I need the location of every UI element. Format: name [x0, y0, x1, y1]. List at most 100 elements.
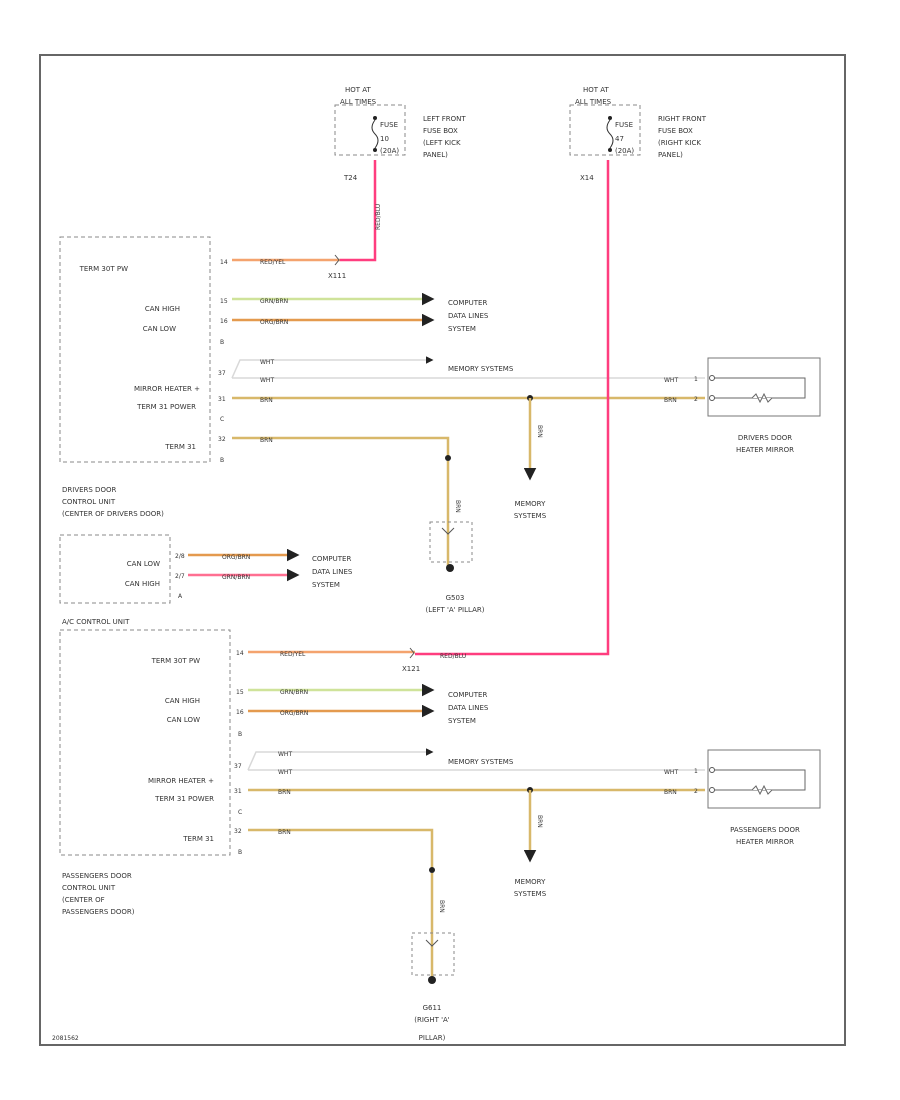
drivers-pin-term31: 32 — [218, 436, 226, 443]
passengers-ground-connector-dot — [429, 867, 435, 873]
ac-can-low-label: CAN LOW — [127, 560, 160, 568]
drivers-pin-can-high: 15 — [220, 298, 228, 305]
fuse-right-number: 47 — [615, 135, 624, 143]
drivers-computer-3: SYSTEM — [448, 325, 476, 333]
passengers-mirror-terminal-pos — [709, 767, 715, 773]
passengers-ground-outline — [411, 932, 455, 976]
drivers-term31-power-label: TERM 31 POWER — [136, 403, 196, 411]
passengers-pin-can-high: 15 — [236, 689, 244, 696]
drivers-can-high-label: CAN HIGH — [145, 305, 180, 313]
passengers-mirror-pin-neg: 2 — [694, 788, 698, 795]
drivers-unit-name-2: CONTROL UNIT — [62, 498, 116, 506]
ac-pin-low: 2/8 — [175, 553, 185, 560]
wire-drivers-term31 — [232, 436, 450, 458]
wire-ac-can-low-label: ORG/BRN — [222, 554, 250, 561]
passengers-can-low-label: CAN LOW — [167, 716, 200, 724]
fuse-right-location-2: FUSE BOX — [658, 127, 693, 135]
fuse-right-location-4: PANEL) — [658, 151, 683, 159]
drivers-mirror-terminal-neg — [709, 395, 715, 401]
passengers-connector-c: C — [238, 809, 242, 816]
passengers-memory-vertical-2: SYSTEMS — [514, 890, 547, 898]
wire-drivers-term30-label: RED/YEL — [260, 259, 286, 266]
passengers-computer-1: COMPUTER — [448, 691, 487, 699]
passengers-connector-b2: B — [238, 849, 242, 856]
passengers-unit-name-3: (CENTER OF — [62, 896, 105, 904]
ac-computer-1: COMPUTER — [312, 555, 351, 563]
drivers-mirror-heater-label: MIRROR HEATER + — [134, 385, 200, 393]
passengers-ground-location-2: PILLAR) — [419, 1034, 446, 1042]
passengers-can-high-label: CAN HIGH — [165, 697, 200, 705]
drivers-wiring: RED/YEL RED/BLU X111 GRN/BRN ORG/BRN COM… — [231, 160, 705, 614]
drivers-ground-name: G503 — [446, 594, 465, 602]
passengers-memory-vertical-1: MEMORY — [515, 878, 546, 886]
fuse-right-element-icon — [606, 119, 614, 149]
drivers-memory-vertical-2: SYSTEMS — [514, 512, 547, 520]
wire-drivers-can-high-label: GRN/BRN — [260, 298, 288, 305]
fuse-left-number: 10 — [380, 135, 389, 143]
fuse-left-location-4: PANEL) — [423, 151, 448, 159]
drivers-mirror-element-wire — [715, 377, 806, 399]
diagram-frame — [39, 54, 846, 1046]
wire-passengers-can-high-label: GRN/BRN — [280, 689, 308, 696]
wire-drivers-fuse-drop — [340, 160, 377, 262]
passengers-wiring: RED/YEL X121 RED/BLU GRN/BRN ORG/BRN COM… — [247, 160, 705, 1042]
fuse-box-right-outline — [569, 104, 641, 156]
passengers-pin-term31: 32 — [234, 828, 242, 835]
wire-passengers-memory — [247, 748, 434, 771]
drivers-mirror-name-2: HEATER MIRROR — [736, 446, 794, 454]
ac-pin-high: 2/7 — [175, 573, 185, 580]
passengers-pin-can-low: 16 — [236, 709, 244, 716]
fuse-left-location-3: (LEFT KICK — [423, 139, 461, 147]
wire-drivers-ground-drop-label: BRN — [454, 500, 461, 513]
passengers-pin-term31-power: 31 — [234, 788, 242, 795]
passengers-computer-3: SYSTEM — [448, 717, 476, 725]
wire-drivers-can-low-label: ORG/BRN — [260, 319, 288, 326]
fuse-right-terminal-bottom — [608, 148, 612, 152]
passengers-unit-name-2: CONTROL UNIT — [62, 884, 116, 892]
wire-passengers-ground-drop-label: BRN — [438, 900, 445, 913]
passengers-splice-marker — [409, 647, 415, 659]
passengers-term31-label: TERM 31 — [182, 835, 214, 843]
wire-passengers-memory-drop-label: BRN — [536, 815, 543, 828]
drivers-memory-systems: MEMORY SYSTEMS — [448, 365, 514, 373]
passengers-mirror-name-2: HEATER MIRROR — [736, 838, 794, 846]
passengers-unit-name-1: PASSENGERS DOOR — [62, 872, 132, 880]
passengers-ground-name: G611 — [423, 1004, 442, 1012]
fuse-right-all-times: ALL TIMES — [575, 98, 612, 106]
passengers-splice-label: X121 — [402, 665, 420, 673]
passengers-mirror-heater-label: MIRROR HEATER + — [148, 777, 214, 785]
ac-connector: A — [178, 593, 183, 600]
drivers-heater-mirror: 1 2 WHT BRN DRIVERS DOOR HEATER MIRROR — [664, 357, 821, 454]
passengers-connector-b1: B — [238, 731, 242, 738]
drivers-pin-term31-power: 31 — [218, 396, 226, 403]
wire-passengers-mirror-pos-label: WHT — [278, 769, 292, 776]
drivers-pin-mirror-heater: 37 — [218, 370, 226, 377]
wire-passengers-memory-label: WHT — [278, 751, 292, 758]
passengers-ground-point — [428, 976, 436, 984]
passengers-pin-mirror-heater: 37 — [234, 763, 242, 770]
passengers-heater-mirror: 1 2 WHT BRN PASSENGERS DOOR HEATER MIRRO… — [664, 749, 821, 846]
passengers-mirror-wire-neg: BRN — [664, 789, 677, 796]
ac-control-unit: CAN LOW CAN HIGH 2/8 2/7 A ORG/BRN GRN/B… — [59, 534, 353, 626]
wire-drivers-memory — [231, 356, 434, 379]
fuse-left-terminal-bottom — [373, 148, 377, 152]
drivers-splice-marker — [334, 254, 340, 266]
drivers-computer-2: DATA LINES — [448, 312, 489, 320]
footer-code: 2081562 — [52, 1035, 79, 1042]
drivers-mirror-pin-pos: 1 — [694, 376, 698, 383]
drivers-mirror-wire-neg: BRN — [664, 397, 677, 404]
passengers-ground-icon — [425, 939, 439, 947]
fuse-left-terminal-top — [373, 116, 377, 120]
passengers-term30-label: TERM 30T PW — [151, 657, 200, 665]
passengers-unit-outline — [59, 629, 231, 856]
passengers-memory-systems: MEMORY SYSTEMS — [448, 758, 514, 766]
fuse-left-element-icon — [371, 119, 379, 149]
drivers-mirror-wire-pos: WHT — [664, 377, 678, 384]
passengers-term31-power-label: TERM 31 POWER — [154, 795, 214, 803]
wire-passengers-can-low-label: ORG/BRN — [280, 710, 308, 717]
drivers-mirror-outline — [707, 357, 821, 417]
wire-drivers-memory-drop-label: BRN — [536, 425, 543, 438]
fuse-left-fuse-label: FUSE — [380, 121, 398, 129]
drivers-connector-b2: B — [220, 457, 224, 464]
wire-drivers-mirror-neg-label: BRN — [260, 397, 273, 404]
